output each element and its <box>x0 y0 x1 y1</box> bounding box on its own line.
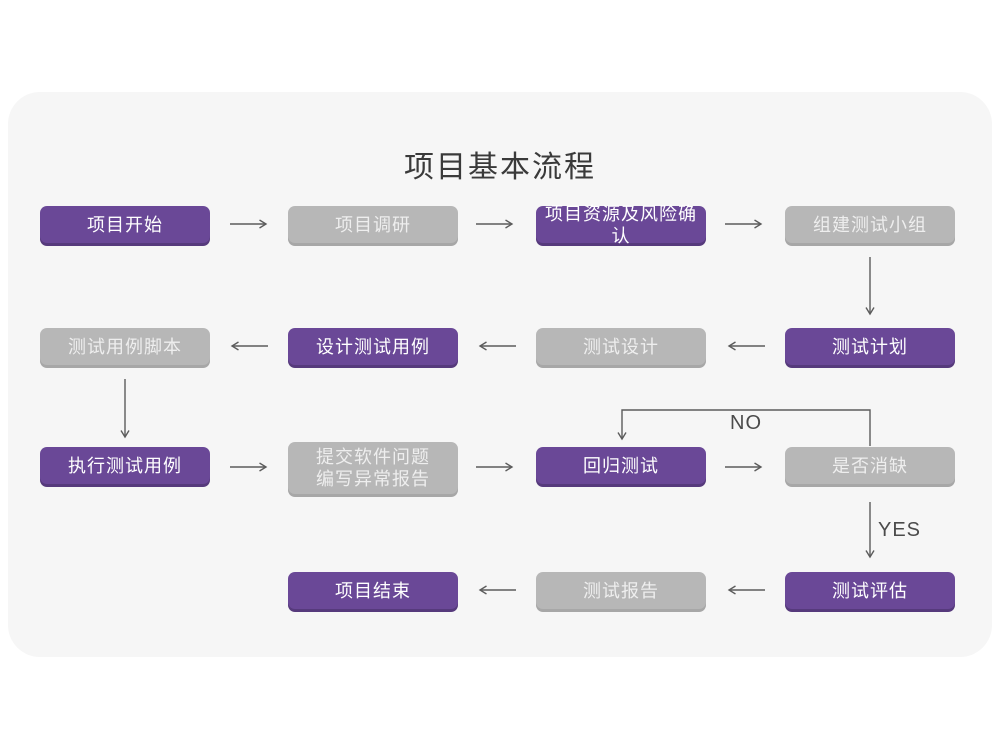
node-label: 是否消缺 <box>832 455 908 476</box>
node-label: 测试评估 <box>832 580 908 601</box>
node-label: 测试用例脚本 <box>68 336 182 357</box>
node-label: 测试计划 <box>832 336 908 357</box>
node-label: 项目资源及风险确认 <box>545 203 697 246</box>
node-label: 项目结束 <box>335 580 411 601</box>
node-label: 提交软件问题 <box>316 447 430 467</box>
node-test-design: 测试设计 <box>536 328 706 365</box>
node-design-test-case: 设计测试用例 <box>288 328 458 365</box>
page-title: 项目基本流程 <box>404 151 596 184</box>
node-test-evaluation: 测试评估 <box>785 572 955 609</box>
edge-label-no: NO <box>730 412 762 434</box>
node-execute-test-case: 执行测试用例 <box>40 447 210 484</box>
node-regression-test: 回归测试 <box>536 447 706 484</box>
node-submit-issues-report: 提交软件问题 编写异常报告 <box>288 442 458 494</box>
node-label: 回归测试 <box>583 455 659 476</box>
node-test-report: 测试报告 <box>536 572 706 609</box>
edge-label-yes: YES <box>878 519 922 541</box>
node-project-start: 项目开始 <box>40 206 210 243</box>
node-test-case-script: 测试用例脚本 <box>40 328 210 365</box>
node-label: 测试报告 <box>583 580 659 601</box>
node-form-test-team: 组建测试小组 <box>785 206 955 243</box>
node-label: 项目调研 <box>335 214 411 235</box>
node-label: 执行测试用例 <box>68 455 182 476</box>
node-label: 测试设计 <box>583 336 659 357</box>
node-label: 编写异常报告 <box>316 469 430 489</box>
node-test-plan: 测试计划 <box>785 328 955 365</box>
node-project-research: 项目调研 <box>288 206 458 243</box>
node-label: 项目开始 <box>87 214 163 235</box>
node-label: 设计测试用例 <box>316 336 430 357</box>
flowchart-card <box>8 92 992 657</box>
node-label: 组建测试小组 <box>813 214 927 235</box>
node-defect-resolved: 是否消缺 <box>785 447 955 484</box>
node-project-end: 项目结束 <box>288 572 458 609</box>
node-resources-risk-confirm: 项目资源及风险确认 <box>536 204 706 246</box>
